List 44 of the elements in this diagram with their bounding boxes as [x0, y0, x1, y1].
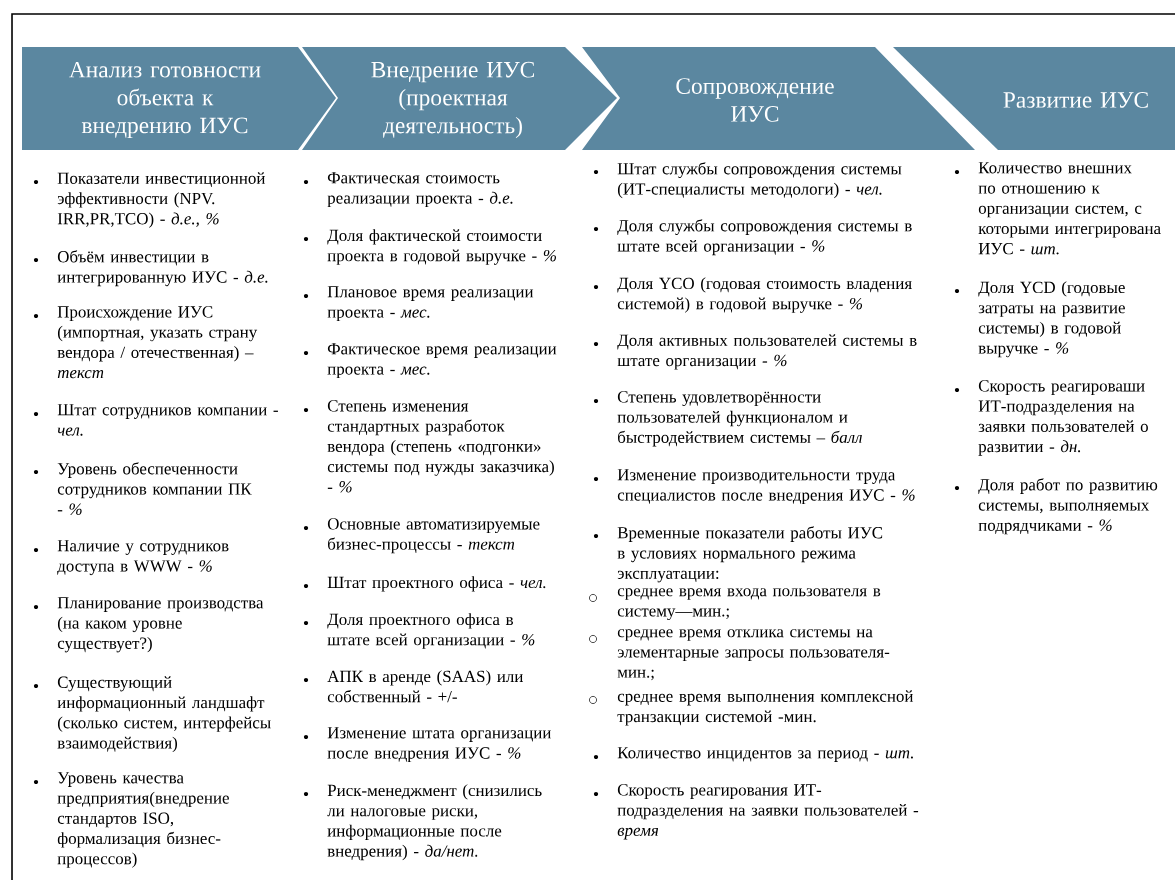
- list-item: Наличие у сотрудников доступа в WWW - %: [57, 540, 229, 576]
- process-step-band: Анализ готовности объекта к внедрению ИУС: [22, 47, 336, 150]
- list-item: Штат службы сопровождения системы (ИТ-специалисты методологи) - чел.: [617, 162, 902, 199]
- list-item: среднее время отклика системы на элементарные запросы пользователя-мин.;: [617, 629, 890, 681]
- list-item: Плановое время реализации проекта - мес.: [327, 286, 534, 322]
- list-item: Доля работ по развитию системы, выполняемых подрядчиками - %: [978, 478, 1158, 535]
- list-item: Скорость реагироваши ИТ-подразделения на заявки пользователей о развитии - дн.: [978, 380, 1148, 456]
- node-label: Внедрение ИУС (проектная деятельность): [371, 61, 535, 139]
- list-item: Изменение производительности труда специалистов после внедрения ИУС - %: [617, 469, 915, 505]
- process-step-band: Развитие ИУС: [893, 47, 1175, 150]
- list-item: Планирование производства (на каком уровне существует?): [57, 597, 264, 653]
- node-label: Развитие ИУС: [1003, 92, 1148, 108]
- list-item: Уровень качества предприятия(внедрение стандартов ISO, формализация бизнес-процессов): [57, 772, 229, 868]
- list-item: Количество внешних по отношению к организации систем, с которыми интегрирована ИУС - шт.: [978, 162, 1161, 255]
- list-item: Фактическое время реализации проекта - мес.: [327, 343, 557, 379]
- list-item: Степень удовлетворённости пользователей функционалом и быстродействием системы – балл: [617, 391, 862, 447]
- list-item: среднее время входа пользователя в систему—мин.;: [617, 588, 881, 621]
- process-step-band: Сопровождение ИУС: [582, 47, 975, 150]
- list-item: Происхождение ИУС (импортная, указать страну вендора / отечественная) – текст: [57, 306, 258, 379]
- list-item: Доля службы сопровождения системы в штате всей организации - %: [617, 219, 912, 256]
- list-item: Временные показатели работы ИУС в условиях нормального режима эксплуатации:: [617, 526, 883, 583]
- list-item: Доля активных пользователей системы в штате организации - %: [617, 334, 917, 370]
- node-label: Анализ готовности объекта к внедрению ИУС: [69, 61, 261, 139]
- list-item: Фактическая стоимость реализации проекта - д.е.: [327, 172, 513, 208]
- list-item: Доля YCO (годовая стоимость владения системой) в годовой выручке - %: [617, 277, 912, 313]
- list-item: Скорость реагирования ИТ-подразделения на заявки пользователей - время: [617, 784, 919, 840]
- list-item: Объём инвестиции в интегрированную ИУС - д.е.: [57, 250, 268, 287]
- list-item: Доля YCD (годовые затраты на развитие системы) в годовой выручке - %: [978, 281, 1125, 358]
- list-item: Доля проектного офиса в штате всей организации - %: [327, 613, 535, 649]
- list-item: Степень изменения стандартных разработок вендора (степень «подгонки» системы под нужды заказчика) - %: [327, 400, 554, 493]
- list-item: Штат проектного офиса - чел.: [327, 576, 546, 592]
- process-step-band: Внедрение ИУС (проектная деятельность): [302, 47, 617, 150]
- node-label: Сопровождение ИУС: [676, 78, 834, 122]
- list-item: Штат сотрудников компании - чел.: [57, 404, 278, 436]
- list-item: Основные автоматизируемые бизнес-процессы - текст: [327, 518, 540, 554]
- list-item: Показатели инвестиционной эффективности (NPV. IRR,PR,TCO) - д.е., %: [57, 172, 266, 228]
- list-item: среднее время выполнения комплексной транзакции системой -мин.: [617, 690, 914, 726]
- list-item: Уровень обеспеченности сотрудников компании ПК - %: [57, 462, 252, 515]
- list-item: Изменение штата организации после внедрения ИУС - %: [327, 727, 551, 763]
- list-item: АПК в аренде (SAAS) или собственный - +/-: [327, 670, 523, 703]
- list-item: Количество инцидентов за период - шт.: [617, 747, 913, 762]
- list-item: Существующий информационный ландшафт (сколько систем, интерфейсы взаимодействия): [57, 676, 271, 753]
- list-item: Риск-менеджмент (снизились ли налоговые риски, информационные после внедрения) - да/нет.: [327, 784, 542, 861]
- list-item: Доля фактической стоимости проекта в годовой выручке - %: [327, 229, 556, 265]
